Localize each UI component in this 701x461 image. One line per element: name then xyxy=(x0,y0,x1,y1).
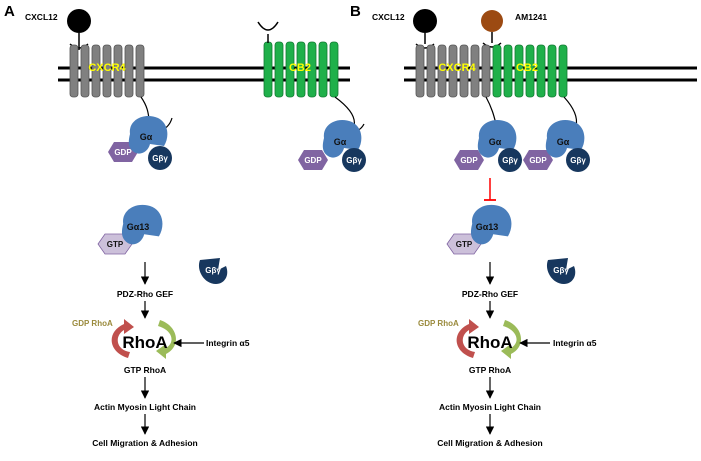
panel-a: A CXCL12 CXCR4 xyxy=(4,3,366,448)
free-g-beta-gamma xyxy=(546,258,576,284)
g-beta-gamma-subunit xyxy=(566,148,590,172)
gdp-rhoa-label: GDP RhoA xyxy=(418,319,459,328)
g-beta-gamma-label: Gβγ xyxy=(152,154,168,163)
gdp-label: GDP xyxy=(460,156,478,165)
g-alpha-label: Gα xyxy=(489,137,502,147)
g-alpha13-label: Gα13 xyxy=(127,222,150,232)
g-alpha-label: Gα xyxy=(334,137,347,147)
rhoa-green-arrow xyxy=(501,320,522,359)
cxcl12-label: CXCL12 xyxy=(25,12,58,22)
gtp-rhoa-label: GTP RhoA xyxy=(124,365,166,375)
rhoa-red-arrow xyxy=(456,319,479,358)
cell-migration-label: Cell Migration & Adhesion xyxy=(92,438,197,448)
cxcl12-ligand xyxy=(67,9,91,49)
actin-myosin-label: Actin Myosin Light Chain xyxy=(94,402,196,412)
integrin-label: Integrin α5 xyxy=(206,338,250,348)
gtp-rhoa-label: GTP RhoA xyxy=(469,365,511,375)
g-beta-gamma-label: Gβγ xyxy=(502,156,518,165)
integrin-label: Integrin α5 xyxy=(553,338,597,348)
cxcr4-label: CXCR4 xyxy=(438,62,476,74)
g-alpha-label: Gα xyxy=(557,137,570,147)
panel-b: B CXCL12 AM1241 CXCR4 xyxy=(350,3,697,448)
gdp-label: GDP xyxy=(304,156,322,165)
pdz-rho-gef-label: PDZ-Rho GEF xyxy=(462,289,518,299)
free-g-beta-gamma-label: Gβγ xyxy=(205,266,221,275)
g-protein-cxcr4: GDP Gα Gβγ xyxy=(454,119,522,172)
rhoa-cycle: RhoA xyxy=(456,319,522,359)
actin-myosin-label: Actin Myosin Light Chain xyxy=(439,402,541,412)
gdp-hexagon xyxy=(523,150,553,170)
g-alpha-label: Gα xyxy=(140,132,153,142)
free-g-beta-gamma xyxy=(198,258,228,284)
cxcr4-receptor xyxy=(69,44,145,98)
g-alpha13-label: Gα13 xyxy=(476,222,499,232)
g-alpha13-complex: GTP Gα13 xyxy=(446,204,512,255)
free-g-beta-gamma-label: Gβγ xyxy=(553,266,569,275)
gdp-rhoa-label: GDP RhoA xyxy=(72,319,113,328)
g-beta-gamma-subunit xyxy=(498,148,522,172)
cell-migration-label: Cell Migration & Adhesion xyxy=(437,438,542,448)
g-protein-cb2: GDP Gα Gβγ xyxy=(523,119,590,172)
cb2-receptor xyxy=(263,41,339,98)
panel-a-letter: A xyxy=(4,3,15,20)
cb2-label: CB2 xyxy=(516,62,538,74)
g-beta-gamma-subunit xyxy=(342,148,366,172)
am1241-ligand xyxy=(481,10,503,48)
am1241-label: AM1241 xyxy=(515,12,547,22)
cxcl12-label: CXCL12 xyxy=(372,12,405,22)
gdp-hexagon xyxy=(454,150,484,170)
g-alpha13-complex: GTP Gα13 xyxy=(97,204,163,255)
gdp-label: GDP xyxy=(529,156,547,165)
cb2-binding-site xyxy=(257,21,279,43)
cxcr4-label: CXCR4 xyxy=(88,62,126,74)
g-beta-gamma-label: Gβγ xyxy=(346,156,362,165)
pdz-rho-gef-label: PDZ-Rho GEF xyxy=(117,289,173,299)
gtp-label: GTP xyxy=(107,240,124,249)
rhoa-green-arrow xyxy=(156,320,177,359)
cb2-receptor xyxy=(492,44,568,98)
rhoa-label: RhoA xyxy=(467,333,512,352)
rhoa-red-arrow xyxy=(111,319,134,358)
gdp-hexagon xyxy=(298,150,328,170)
g-beta-gamma-subunit xyxy=(148,146,172,170)
g-beta-gamma-label: Gβγ xyxy=(570,156,586,165)
cxcr4-c-tail xyxy=(485,96,497,125)
panel-b-letter: B xyxy=(350,3,361,20)
cxcl12-ligand xyxy=(413,9,437,49)
gdp-label: GDP xyxy=(114,148,132,157)
g-protein-cb2: GDP Gα Gβγ xyxy=(298,119,366,172)
rhoa-cycle: RhoA xyxy=(111,319,177,359)
gtp-label: GTP xyxy=(456,240,473,249)
cxcr4-receptor xyxy=(415,44,491,98)
rhoa-label: RhoA xyxy=(122,333,167,352)
cb2-label: CB2 xyxy=(289,62,311,74)
g-protein-cxcr4: GDP Gα Gβγ xyxy=(108,115,172,170)
